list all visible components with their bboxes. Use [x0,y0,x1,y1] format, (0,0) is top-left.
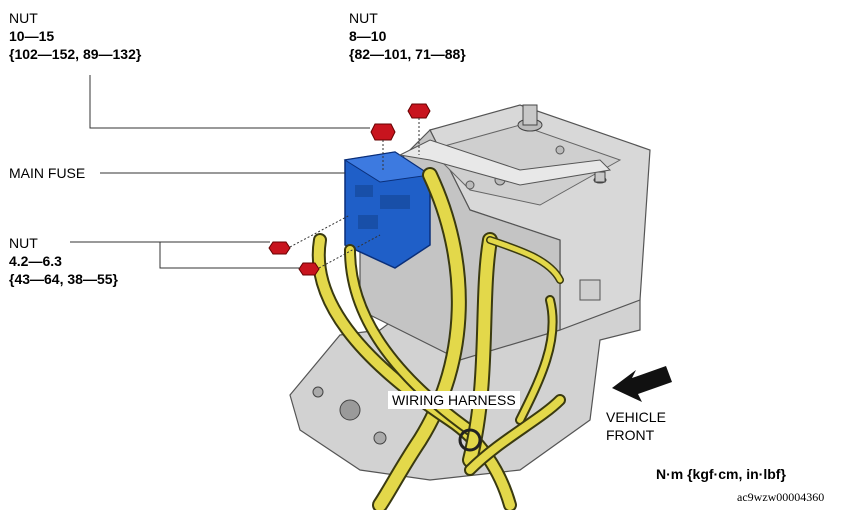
nut-main-alt: {102—152, 89—132} [9,46,142,62]
nut-top-torque: 8—10 [349,28,387,44]
main-fuse-block [343,151,432,269]
vehicle-front-line2: FRONT [606,427,655,443]
figure-code: ac9wzw00004360 [737,490,825,504]
nut-main-callout: NUT 10—15 {102—152, 89—132} [9,9,141,63]
nut-top-callout: NUT 8—10 {82—101, 71—88} [349,9,466,63]
vehicle-front-label: VEHICLE FRONT [606,408,666,444]
nut-small-title: NUT [9,235,38,251]
nut-top-alt: {82—101, 71—88} [349,46,466,62]
nut-main-fuse [370,123,396,172]
nut-main-torque: 10—15 [9,28,55,44]
nut-small-callout: NUT 4.2—6.3 {43—64, 38—55} [9,234,118,288]
leader-lines [70,75,370,269]
nut-top [407,103,431,155]
nut-small-upper [268,214,351,255]
nut-small-alt: {43—64, 38—55} [9,271,118,287]
units-label: N·m {kgf·cm, in·lbf} [656,466,786,482]
nut-small-torque: 4.2—6.3 [9,253,62,269]
nut-main-title: NUT [9,10,38,26]
vehicle-front-arrow [612,366,672,402]
nut-top-title: NUT [349,10,378,26]
nut-small-lower [298,234,381,276]
vehicle-front-line1: VEHICLE [606,409,666,425]
wiring-harness-label: WIRING HARNESS [388,391,520,409]
main-fuse-label: MAIN FUSE [9,165,86,181]
bus-bar [398,139,612,186]
